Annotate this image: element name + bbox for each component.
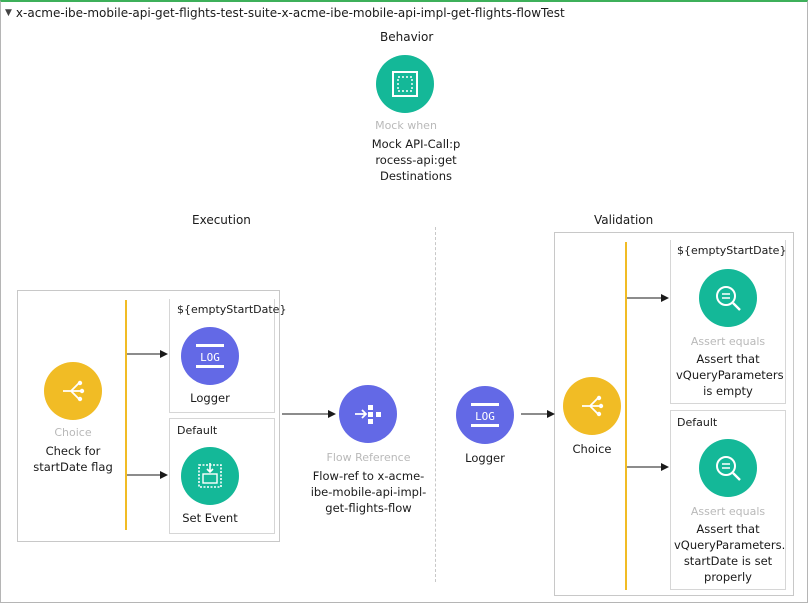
route-default-label: Default [177, 424, 218, 437]
flow-reference-name-label: Flow-ref to x-acme-ibe-mobile-api-impl-g… [310, 469, 427, 515]
mock-type-label: Mock when [375, 119, 437, 132]
flow-header[interactable]: ▼ x-acme-ibe-mobile-api-get-flights-test… [5, 6, 565, 20]
flow-reference-component[interactable]: Flow Reference Flow-ref to x-acme-ibe-mo… [301, 382, 436, 532]
collapse-caret-icon[interactable]: ▼ [5, 8, 12, 18]
validation-route-default [670, 410, 786, 590]
logger-icon: LOG [456, 386, 514, 444]
assert-icon [699, 269, 757, 327]
choice-icon [563, 377, 621, 435]
assert-type-label: Assert equals [690, 505, 766, 518]
validation-choice-component[interactable]: Choice [557, 376, 627, 466]
assert-name-label: Assert that vQueryParameters. startDate … [674, 522, 786, 584]
section-behavior-label: Behavior [380, 30, 434, 44]
section-execution-label: Execution [192, 213, 251, 227]
choice-icon [44, 362, 102, 420]
route-when-label: ${emptyStartDate} [177, 303, 287, 316]
logger-glyph: LOG [475, 410, 495, 423]
set-event-name-label: Set Event [182, 511, 238, 525]
set-event-icon [181, 447, 239, 505]
mock-when-component[interactable]: Mock when Mock API-Call:process-api:getD… [331, 52, 481, 202]
validation-choice-name-label: Choice [572, 442, 612, 456]
route-when-label: ${emptyStartDate} [677, 244, 787, 257]
logger-icon: LOG [181, 327, 239, 385]
mock-icon [376, 55, 434, 113]
mock-name-label: Mock API-Call:process-api:getDestination… [371, 137, 461, 183]
assert-icon [699, 439, 757, 497]
logger-glyph: LOG [200, 351, 220, 364]
flow-reference-icon [339, 385, 397, 443]
assert-equals-component-startdate[interactable]: Assert equals Assert that vQueryParamete… [670, 436, 786, 586]
choice-name-label: Check for startDate flag [33, 444, 113, 474]
execution-choice-component[interactable]: Choice Check for startDate flag [19, 357, 127, 487]
validation-logger-component[interactable]: LOG Logger [451, 385, 521, 475]
choice-type-label: Choice [54, 426, 92, 439]
section-divider [435, 227, 436, 582]
validation-choice-rail [625, 242, 627, 590]
set-event-component[interactable]: Set Event [169, 446, 275, 530]
flow-reference-type-label: Flow Reference [326, 451, 411, 464]
validation-logger-name-label: Logger [465, 451, 505, 465]
section-validation-label: Validation [594, 213, 654, 227]
execution-choice-rail [125, 300, 127, 530]
logger-name-label: Logger [190, 391, 230, 405]
assert-type-label: Assert equals [690, 335, 766, 348]
flow-title: x-acme-ibe-mobile-api-get-flights-test-s… [15, 6, 565, 20]
execution-logger-component[interactable]: LOG Logger [169, 326, 275, 410]
route-default-label: Default [677, 416, 718, 429]
execution-route-when [169, 299, 275, 413]
validation-route-when [670, 240, 786, 404]
execution-route-default [169, 418, 275, 534]
assert-name-label: Assert that vQueryParameters is empty [676, 352, 784, 398]
assert-equals-component-empty[interactable]: Assert equals Assert that vQueryParamete… [670, 266, 786, 400]
